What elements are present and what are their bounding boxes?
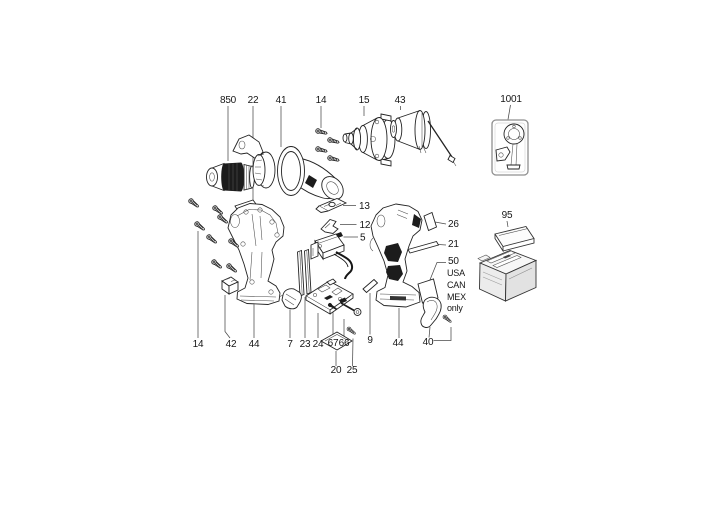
part-motor: [390, 110, 457, 167]
part-label-clip: 12: [360, 220, 371, 231]
part-label-gearbox: 15: [359, 95, 370, 106]
part-label-sticker-d: 9: [367, 335, 373, 346]
part-label-housing-left: 44: [249, 339, 260, 350]
part-label-kit: 1001: [500, 94, 522, 105]
sticker-d: [362, 278, 379, 294]
part-label-strips: 23: [300, 339, 311, 350]
sticker-c-note-line3: MEX: [447, 292, 466, 302]
part-number-labels: 850 22 41 14 15 43 1001 95 13 12 5 26 21…: [193, 94, 523, 376]
part-label-pad: 20: [331, 365, 342, 376]
part-strips: [297, 248, 312, 297]
motor-lead-wire: [427, 120, 453, 158]
screw-tiny: [345, 325, 357, 336]
part-label-shaft: 66: [339, 338, 350, 349]
housing-right-half: [369, 203, 423, 308]
part-label-housing-right: 44: [393, 338, 404, 349]
part-label-gear-assembly: 41: [276, 95, 287, 106]
sticker-c-note-line2: CAN: [447, 280, 465, 290]
part-label-screws-front: 14: [316, 95, 327, 106]
part-belt-hook: [420, 296, 453, 328]
part-gear-clutch-handle: [232, 134, 344, 200]
battery-cover: [494, 225, 535, 253]
sticker-a: [423, 211, 438, 232]
part-label-nameplate: 22: [248, 95, 259, 106]
part-label-selector: 13: [359, 201, 370, 212]
part-label-sticker-b: 21: [448, 239, 459, 250]
part-label-bracket: 7: [287, 339, 293, 350]
part-label-battery-cover: 95: [502, 210, 513, 221]
switch-wires: [335, 251, 354, 280]
screws-front: [314, 127, 341, 164]
part-selector: [315, 198, 348, 213]
part-label-belt-hook: 40: [423, 337, 434, 348]
part-chuck: [206, 162, 255, 192]
part-label-chuck: 850: [220, 95, 237, 106]
part-label-screw-tiny: 25: [347, 365, 358, 376]
part-label-screws-housing: 14: [193, 339, 204, 350]
part-gearbox: [342, 113, 396, 167]
part-label-board: 24: [313, 339, 324, 350]
sticker-c-note-line4: only: [447, 303, 463, 313]
screw-small: [328, 303, 337, 310]
part-label-screw-small: 67: [328, 338, 339, 349]
housing-left-half: [227, 203, 285, 305]
leader-lines: [197, 104, 511, 367]
part-board: [305, 278, 354, 315]
part-pad: [320, 331, 353, 351]
part-clip: [320, 218, 339, 234]
kit-box: [491, 119, 529, 176]
part-terminal: [221, 276, 239, 295]
part-bracket: [278, 288, 302, 310]
sticker-c-note-line1: USA: [447, 268, 465, 278]
battery-pack: [477, 250, 538, 302]
part-label-sticker-a: 26: [448, 219, 459, 230]
part-switch: [310, 232, 354, 280]
part-label-switch: 5: [360, 233, 366, 244]
part-label-sticker-c: 50: [448, 256, 459, 267]
part-label-terminal: 42: [226, 339, 237, 350]
sticker-b: [407, 240, 440, 254]
part-label-motor: 43: [395, 95, 406, 106]
part-shaft: [339, 297, 362, 316]
